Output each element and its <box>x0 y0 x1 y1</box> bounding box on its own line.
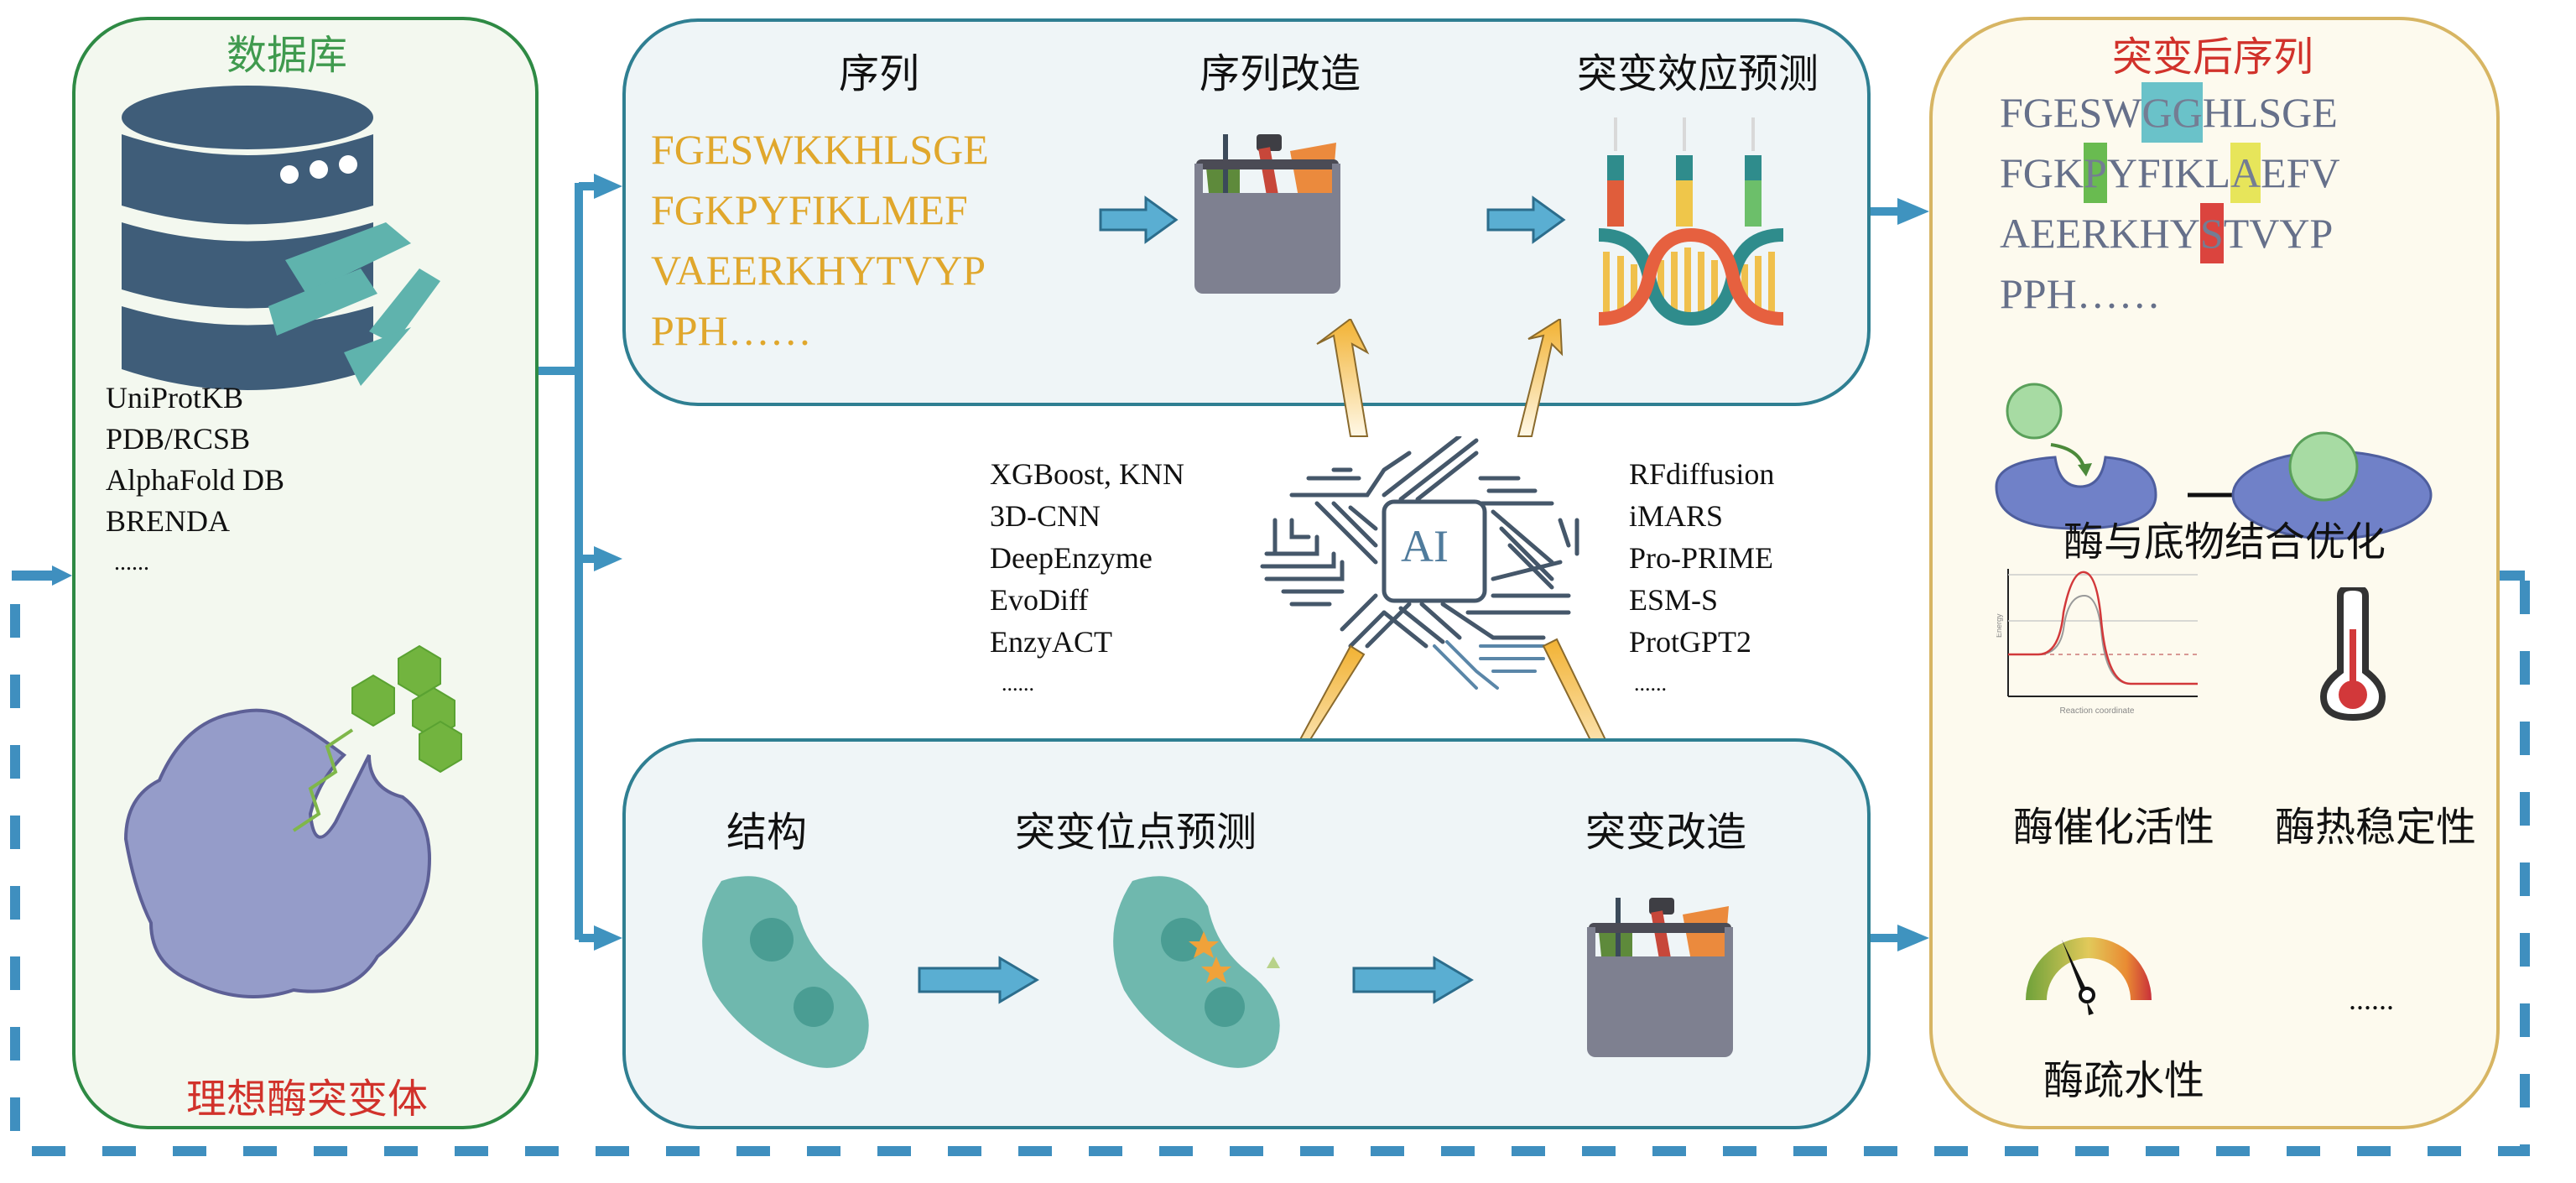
energy-profile-icon: Reaction coordinate Energy <box>1996 569 2198 716</box>
mutated-sequence-line: AEERKHYSTVYP <box>2000 203 2340 263</box>
ai-model: ProtGPT2 <box>1629 625 1752 659</box>
step-label-mutation-effect-prediction: 突变效应预测 <box>1577 52 1819 96</box>
database-source: PDB/RCSB <box>106 422 251 456</box>
property-binding-optimization: 酶与底物结合优化 <box>2063 520 2386 565</box>
mutated-sequence-line: FGKPYFIKLAEFV <box>2000 143 2340 203</box>
sequence-line: PPH…… <box>651 307 812 354</box>
sequence-segment: AEERKHY <box>2000 210 2200 257</box>
database-source: UniProtKB <box>106 381 244 414</box>
thermometer-icon <box>2319 587 2386 722</box>
flow-arrow-icon <box>918 956 1039 1004</box>
flow-arrow-icon <box>1099 195 1179 244</box>
sequence-segment: EFV <box>2261 149 2340 196</box>
sequence-segment: HLSGE <box>2202 89 2338 136</box>
ai-model: ESM-S <box>1629 583 1719 617</box>
energy-chart-ylabel: Energy <box>1996 613 2003 638</box>
step-label-mutation-site-prediction: 突变位点预测 <box>1015 810 1257 855</box>
ai-models-right: RFdiffusion iMARS Pro-PRIME ESM-S ProtGP… <box>1629 453 1774 705</box>
property-thermostability: 酶热稳定性 <box>2275 805 2477 850</box>
property-more: ...... <box>2349 982 2394 1016</box>
sequence-segment: FGESW <box>2000 89 2142 136</box>
target-mutant-label: 理想酶突变体 <box>186 1077 429 1122</box>
flow-arrow-icon <box>1352 956 1474 1004</box>
ai-arrows <box>1316 319 1564 437</box>
ai-model: XGBoost, KNN <box>990 457 1185 491</box>
ai-arrow-to-sequence-modification <box>1316 319 1370 437</box>
ai-model: DeepEnzyme <box>990 541 1153 575</box>
ai-arrow-to-effect-prediction <box>1517 319 1564 437</box>
mutation-highlight: P <box>2084 143 2107 203</box>
branch-connector-left <box>539 174 622 571</box>
sequence-segment: YFIKL <box>2106 149 2231 196</box>
output-connector-top <box>1871 198 1929 225</box>
sequence-segment: FGK <box>2000 149 2084 196</box>
gauge-icon <box>2026 937 2152 1015</box>
enzyme-binding-icon <box>1995 383 2433 540</box>
ai-model: ...... <box>1634 671 1667 696</box>
ai-models-left: XGBoost, KNN 3D-CNN DeepEnzyme EvoDiff E… <box>990 453 1184 705</box>
mutated-sequence-line: PPH…… <box>2000 263 2340 324</box>
ai-model: iMARS <box>1629 499 1724 533</box>
toolbox-icon <box>1587 898 1733 1057</box>
feedback-loop <box>10 565 2530 1156</box>
ai-model: Pro-PRIME <box>1629 541 1774 575</box>
circuit-brain-icon <box>1260 436 1579 690</box>
ai-label: AI <box>1401 521 1449 571</box>
mutation-highlight: A <box>2230 143 2261 203</box>
ai-model: ...... <box>1002 671 1034 696</box>
database-dna-icon <box>122 86 440 390</box>
step-label-sequence: 序列 <box>839 52 920 96</box>
mutated-sequence-line: FGESWGGHLSGE <box>2000 82 2340 143</box>
sequence-segment: PPH…… <box>2000 270 2161 317</box>
ai-model: EvoDiff <box>990 583 1089 617</box>
database-source-list: UniProtKB PDB/RCSB AlphaFold DB BRENDA .… <box>106 378 284 583</box>
property-hydrophobicity: 酶疏水性 <box>2043 1059 2205 1103</box>
database-source: BRENDA <box>106 504 231 538</box>
mutation-highlight: S <box>2199 203 2224 263</box>
protein-structure-icon <box>702 876 869 1068</box>
property-catalytic-activity: 酶催化活性 <box>2013 805 2215 850</box>
input-sequence: FGESWKKHLSGE FGKPYFIKLMEF VAEERKHYTVYP P… <box>651 119 989 361</box>
ai-model: EnzyACT <box>990 625 1112 659</box>
database-source: AlphaFold DB <box>106 463 285 497</box>
mutation-highlight: GG <box>2141 82 2203 143</box>
sequence-line: FGKPYFIKLMEF <box>651 186 968 233</box>
ai-model: RFdiffusion <box>1629 457 1775 491</box>
enzyme-substrate-icon <box>123 644 462 998</box>
output-connector-bottom <box>1871 925 1929 951</box>
database-title: 数据库 <box>226 34 348 78</box>
flow-arrow-icon <box>1486 195 1566 244</box>
database-source: ...... <box>114 550 149 576</box>
step-label-structure: 结构 <box>726 810 808 855</box>
result-title: 突变后序列 <box>2112 35 2314 80</box>
branch-connector-left-fix <box>575 554 622 951</box>
mutation-site-icon <box>1113 876 1280 1068</box>
sequence-segment: TVYP <box>2223 210 2334 257</box>
sequence-line: FGESWKKHLSGE <box>651 126 989 173</box>
sequence-line: VAEERKHYTVYP <box>651 247 986 294</box>
dna-syringe-icon <box>1598 117 1784 326</box>
step-label-sequence-modification: 序列改造 <box>1200 52 1361 96</box>
toolbox-icon <box>1194 134 1340 294</box>
step-label-mutation-modification: 突变改造 <box>1585 810 1747 855</box>
ai-model: 3D-CNN <box>990 499 1101 533</box>
result-panel <box>1929 17 2500 1129</box>
energy-chart-xlabel: Reaction coordinate <box>2060 706 2135 716</box>
